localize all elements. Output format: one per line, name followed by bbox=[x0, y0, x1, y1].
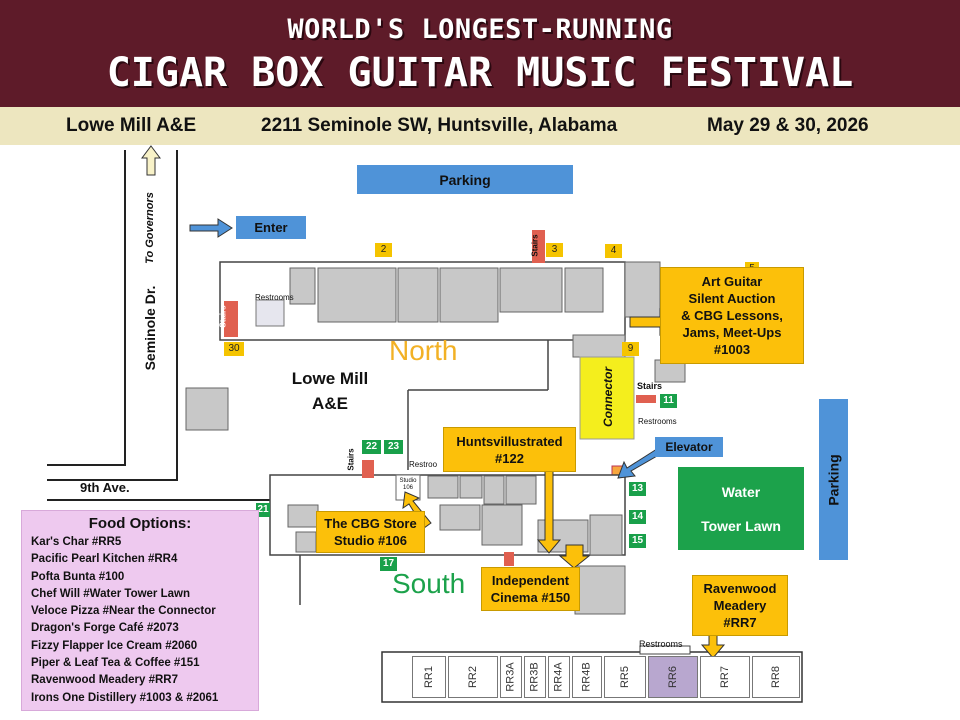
callout-art-guitar: Art Guitar Silent Auction & CBG Lessons,… bbox=[660, 267, 804, 364]
river-room-rr8: RR8 bbox=[752, 656, 800, 698]
river-room-rr7: RR7 bbox=[700, 656, 750, 698]
cbg-store-line2: Studio #106 bbox=[334, 533, 407, 548]
room-tag-22: 22 bbox=[362, 440, 381, 454]
river-room-label: RR6 bbox=[666, 665, 679, 689]
meadery-line2: Meadery bbox=[713, 598, 767, 613]
food-options-title: Food Options: bbox=[88, 515, 192, 532]
room-tag-11: 11 bbox=[660, 394, 677, 408]
room-tag-23: 23 bbox=[384, 440, 403, 454]
north-label: North bbox=[389, 335, 458, 366]
banner-title: CIGAR BOX GUITAR MUSIC FESTIVAL bbox=[106, 50, 854, 96]
stairs-label-north: Stairs bbox=[218, 305, 228, 328]
river-room-label: RR2 bbox=[466, 665, 479, 689]
south-label: South bbox=[392, 568, 466, 599]
room-tag-21: 21 bbox=[256, 503, 270, 517]
food-item: Chef Will #Water Tower Lawn bbox=[31, 587, 190, 600]
meadery-line1: Ravenwood bbox=[703, 581, 777, 596]
meadery-line3: #RR7 bbox=[723, 615, 757, 630]
river-room-rr1: RR1 bbox=[412, 656, 446, 698]
venue-label-line1: Lowe Mill bbox=[291, 369, 369, 388]
room-tag-9: 9 bbox=[622, 342, 639, 356]
river-room-label: RR7 bbox=[718, 665, 731, 689]
art-guitar-line1: Art Guitar bbox=[701, 274, 763, 289]
stairs-label-south: Stairs bbox=[346, 448, 356, 471]
river-room-label: RR8 bbox=[769, 665, 782, 689]
venue-address: 2211 Seminole SW, Huntsville, Alabama bbox=[261, 115, 618, 136]
room-tag-13: 13 bbox=[629, 482, 646, 496]
callout-cinema: Independent Cinema #150 bbox=[481, 567, 580, 611]
river-room-rr6: RR6 bbox=[648, 656, 698, 698]
room-tag-14: 14 bbox=[629, 510, 646, 524]
river-room-label: RR4B bbox=[581, 662, 593, 692]
food-item: Kar's Char #RR5 bbox=[31, 536, 122, 548]
room-tag-4: 4 bbox=[605, 244, 622, 258]
river-room-label: RR5 bbox=[618, 665, 631, 689]
art-guitar-line5: #1003 bbox=[713, 342, 751, 357]
river-room-label: RR3A bbox=[505, 662, 517, 692]
cinema-line1: Independent bbox=[491, 573, 570, 588]
food-item: Ravenwood Meadery #RR7 bbox=[31, 674, 178, 687]
room-tag-17: 17 bbox=[380, 557, 397, 571]
studio-small-label: Studio 106 bbox=[399, 478, 417, 491]
river-room-label: RR1 bbox=[422, 665, 435, 689]
food-item: Fizzy Flapper Ice Cream #2060 bbox=[31, 639, 198, 652]
food-options-list: Kar's Char #RR5 Pacific Pearl Kitchen #R… bbox=[31, 534, 218, 707]
art-guitar-line2: Silent Auction bbox=[688, 291, 776, 306]
room-tag-15: 15 bbox=[629, 534, 646, 548]
room-tag-3: 3 bbox=[546, 243, 563, 257]
parking-top: Parking bbox=[357, 165, 573, 194]
parking-right: Parking bbox=[819, 399, 848, 560]
street-9th: 9th Ave. bbox=[80, 480, 130, 495]
connector-label: Connector bbox=[601, 367, 615, 427]
stairs-label-top: Stairs bbox=[530, 234, 540, 257]
food-item: Pofta Bunta #100 bbox=[31, 570, 125, 583]
room-tag-2: 2 bbox=[375, 243, 392, 257]
venue-label-line2: A&E bbox=[312, 394, 348, 413]
river-room-rr3a: RR3A bbox=[500, 656, 522, 698]
food-options-box: Food Options: Kar's Char #RR5 Pacific Pe… bbox=[21, 510, 259, 711]
parking-right-label: Parking bbox=[825, 453, 842, 506]
info-bar: Lowe Mill A&E 2211 Seminole SW, Huntsvil… bbox=[0, 107, 960, 145]
art-guitar-line4: Jams, Meet-Ups bbox=[682, 325, 782, 340]
festival-banner: WORLD'S LONGEST-RUNNING CIGAR BOX GUITAR… bbox=[0, 0, 960, 107]
river-room-rr4a: RR4A bbox=[548, 656, 570, 698]
to-governors: To Governors bbox=[144, 192, 156, 264]
festival-dates: May 29 & 30, 2026 bbox=[707, 115, 869, 136]
venue-name: Lowe Mill A&E bbox=[66, 115, 197, 136]
north-building bbox=[219, 230, 661, 358]
food-item: Dragon's Forge Café #2073 bbox=[31, 622, 179, 635]
stairs-label-connector: Stairs bbox=[637, 381, 663, 391]
water-tower-lawn: Water Tower Lawn bbox=[678, 467, 804, 550]
art-guitar-line3: & CBG Lessons, bbox=[681, 308, 783, 323]
restroom-label-south: Restroo bbox=[409, 460, 438, 469]
lawn-label-line1: Water bbox=[721, 483, 761, 500]
huntsvillustrated-line2: #122 bbox=[495, 450, 524, 466]
river-room-rr2: RR2 bbox=[448, 656, 498, 698]
river-room-rr3b: RR3B bbox=[524, 656, 546, 698]
cinema-line2: Cinema #150 bbox=[490, 590, 571, 605]
food-item: Pacific Pearl Kitchen #RR4 bbox=[31, 553, 178, 566]
restrooms-label-north: Restrooms bbox=[255, 293, 294, 302]
cbg-store-line1: The CBG Store bbox=[324, 516, 417, 531]
river-room-label: RR4A bbox=[553, 662, 565, 692]
restrooms-label-rr: Restrooms bbox=[639, 639, 683, 649]
restrooms-label-connector: Restrooms bbox=[638, 417, 677, 426]
river-room-label: RR3B bbox=[529, 662, 541, 692]
callout-meadery: Ravenwood Meadery #RR7 bbox=[692, 575, 788, 636]
huntsvillustrated-line1: Huntsvillustrated bbox=[456, 433, 563, 449]
elevator-sign: Elevator bbox=[655, 437, 723, 457]
enter-sign: Enter bbox=[236, 216, 306, 239]
lawn-label-line2: Tower Lawn bbox=[701, 517, 781, 534]
food-item: Irons One Distillery #1003 & #2061 bbox=[31, 691, 219, 704]
river-room-rr4b: RR4B bbox=[572, 656, 602, 698]
callout-huntsvillustrated: Huntsvillustrated #122 bbox=[443, 427, 576, 472]
food-item: Veloce Pizza #Near the Connector bbox=[31, 605, 216, 618]
food-item: Piper & Leaf Tea & Coffee #151 bbox=[31, 657, 200, 670]
street-lines bbox=[47, 150, 270, 501]
room-tag-30: 30 bbox=[224, 342, 244, 356]
river-room-rr5: RR5 bbox=[604, 656, 646, 698]
callout-cbg-store: The CBG Store Studio #106 bbox=[316, 511, 425, 553]
banner-line1: WORLD'S LONGEST-RUNNING bbox=[287, 14, 673, 45]
